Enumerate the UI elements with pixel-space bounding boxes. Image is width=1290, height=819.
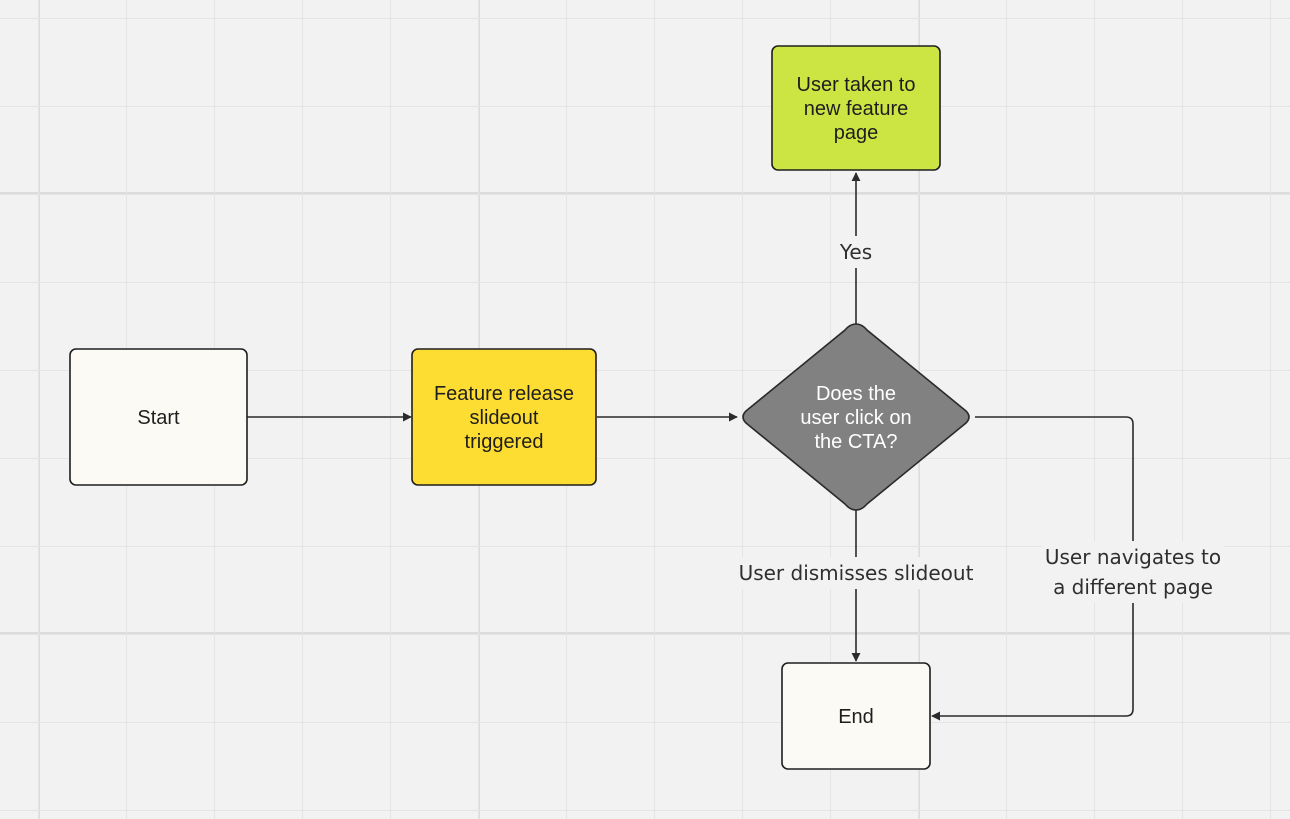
node-start[interactable]: Start [69, 348, 248, 486]
node-feature-page-label-line1: User taken to [797, 74, 916, 96]
node-slideout-label-line3: triggered [465, 431, 544, 453]
node-slideout[interactable]: Feature release slideout triggered [411, 348, 597, 486]
node-start-shape [69, 348, 248, 486]
node-feature-page-shape [771, 45, 941, 171]
node-slideout-label-line2: slideout [470, 407, 539, 429]
edge-label-navigate: User navigates to a different page [1042, 541, 1224, 603]
node-slideout-label-line1: Feature release [434, 383, 574, 405]
node-decision-label-line3: the CTA? [815, 431, 898, 453]
node-end[interactable]: End [781, 662, 931, 770]
svg-text:Yes: Yes [839, 240, 872, 264]
edge-label-yes: Yes [832, 236, 880, 268]
svg-text:User dismisses slideout: User dismisses slideout [739, 561, 974, 585]
node-end-shape [781, 662, 931, 770]
svg-text:User navigates to: User navigates to [1045, 545, 1221, 569]
node-decision-label-line1: Does the [816, 383, 896, 405]
node-decision-label-line2: user click on [800, 407, 911, 429]
node-end-label: End [838, 706, 874, 728]
node-feature-page[interactable]: User taken to new feature page [771, 45, 941, 171]
node-start-label: Start [137, 407, 180, 429]
node-slideout-shape [411, 348, 597, 486]
node-feature-page-label-line2: new feature [804, 98, 909, 120]
node-decision-shape [742, 323, 970, 511]
edge-label-dismiss: User dismisses slideout [736, 557, 976, 589]
svg-text:a different page: a different page [1053, 575, 1213, 599]
node-decision[interactable]: Does the user click on the CTA? [742, 323, 970, 511]
node-feature-page-label-line3: page [834, 122, 879, 144]
